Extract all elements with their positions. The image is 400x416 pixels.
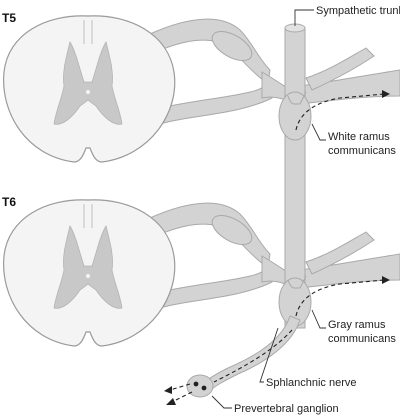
splanchnic-nerve-label: Sphlanchnic nerve — [266, 377, 357, 389]
t5-sympathetic-ganglion — [278, 91, 312, 141]
prevertebral-outflow-upper — [169, 383, 191, 391]
segment-label-t5: T5 — [2, 11, 16, 25]
t6-spinal-cord — [3, 199, 176, 347]
fiber-arrowheads — [164, 90, 390, 405]
splanchnic-fiber-path — [213, 329, 293, 383]
leader-lines — [211, 9, 326, 409]
prevertebral-outflow-lower — [171, 391, 193, 403]
prevertebral-ganglion — [186, 374, 214, 398]
white-ramus-label-line1: White ramus — [328, 131, 390, 143]
t5-preganglionic-path — [295, 93, 385, 131]
gray-ramus-label-line2: communicans — [328, 333, 396, 345]
t6-ramus-communicans — [287, 275, 307, 289]
t5-dorsal-ramus — [305, 47, 375, 91]
t5-ventral-root — [159, 80, 273, 125]
prevertebral-ganglion-label: Prevertebral ganglion — [234, 403, 339, 415]
gray-ramus-label-line1: Gray ramus — [328, 319, 386, 331]
t6-gray-matter — [53, 224, 123, 309]
t6-ventral-root — [159, 264, 273, 309]
white-ramus-label-line2: communicans — [328, 145, 396, 157]
segment-label-t6: T6 — [2, 195, 16, 209]
fiber-pathways — [169, 93, 385, 403]
t6-dorsal-ramus — [305, 231, 375, 275]
t6-level — [3, 199, 400, 347]
t5-level — [3, 15, 400, 163]
sympathetic-trunk-label: Sympathetic trunk — [316, 5, 400, 17]
t6-postganglionic-path — [295, 279, 385, 317]
t5-dorsal-root-ganglion — [211, 30, 253, 62]
t5-spinal-cord — [3, 15, 176, 163]
t5-gray-matter — [53, 40, 123, 125]
t6-dorsal-root-ganglion — [211, 214, 253, 246]
t5-ramus-communicans — [287, 91, 307, 105]
